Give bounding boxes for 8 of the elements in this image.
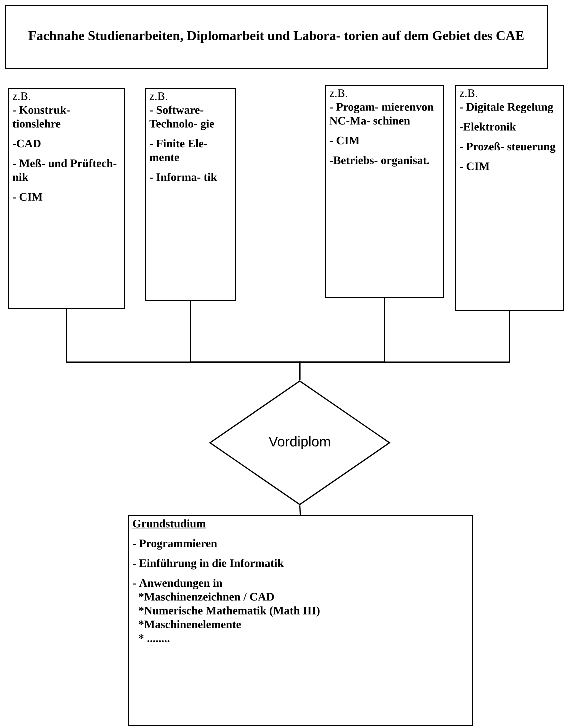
connector-line: [299, 311, 510, 380]
connector-line: [299, 506, 302, 516]
topic-box: z.B. - Progam- mierenvon NC-Ma- schinen - CIM -Betriebs- organisat.: [325, 85, 444, 298]
title-box: Fachnahe Studienarbeiten, Diplomarbeit und Labora- torien auf dem Gebiet des CAE: [5, 5, 548, 69]
topic-box: z.B. - Digitale Regelung -Elektronik - Prozeß- steuerung - CIM: [455, 85, 564, 312]
topic-box: z.B. - Konstruk- tionslehre -CAD - Meß- und Prüftech- nik - CIM: [8, 88, 126, 310]
topic-box: z.B. - Software- Technolo- gie - Finite Ele- mente - Informa- tik: [145, 88, 236, 302]
content-box: Grundstudium - Programmieren - Einführung in die Informatik - Anwendungen in *Maschinenzeichnen / CAD *Numerische Mathematik (Math III) *Maschinenelemente * ........: [128, 515, 474, 726]
